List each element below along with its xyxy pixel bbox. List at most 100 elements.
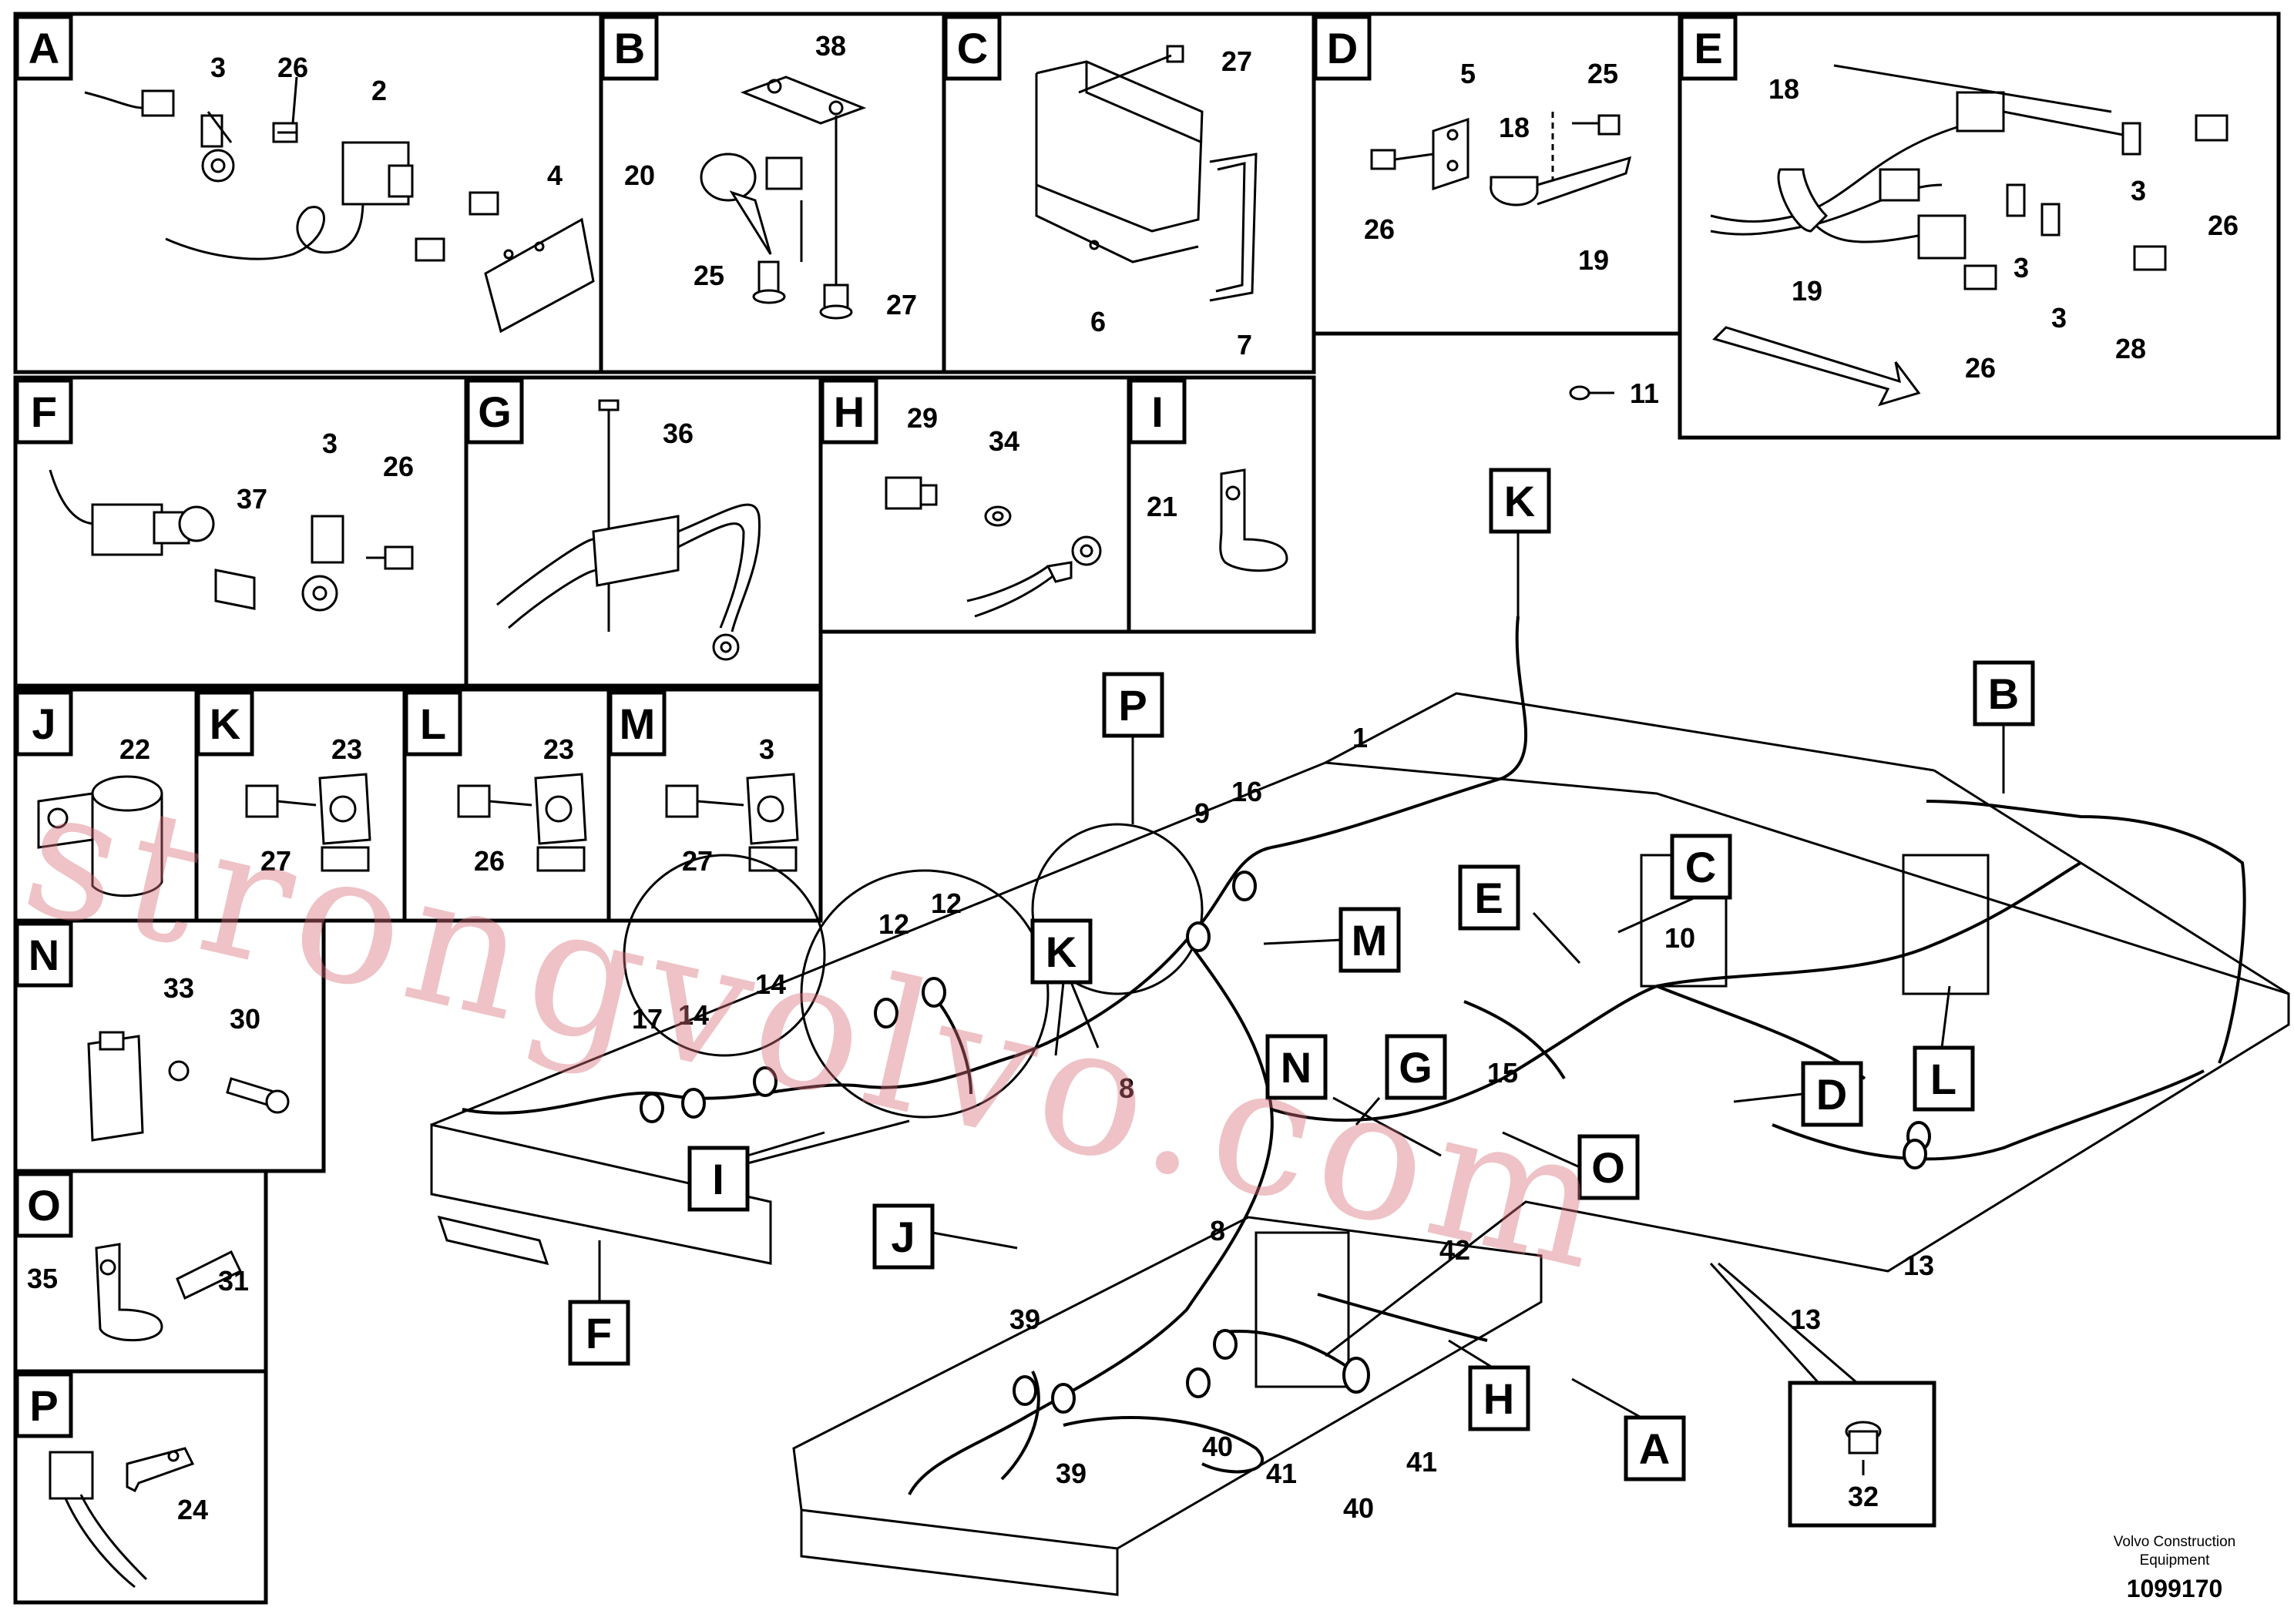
svg-text:M: M [1352, 916, 1388, 965]
panel-p-labels: 24 [177, 1494, 208, 1525]
svg-text:39: 39 [1009, 1304, 1040, 1335]
panel-letter-e: E [1679, 15, 1738, 81]
svg-text:L: L [1930, 1055, 1956, 1103]
panel-letter-g: G [465, 378, 524, 445]
svg-text:20: 20 [624, 159, 655, 191]
svg-text:19: 19 [1578, 244, 1609, 276]
panel-letter-h: H [820, 378, 878, 445]
callout-g: G [1385, 1034, 1447, 1100]
svg-text:I: I [1151, 388, 1164, 436]
panel-i-frame [1127, 375, 1316, 634]
svg-text:4: 4 [547, 159, 563, 191]
panel-g-labels: 36 [663, 418, 694, 449]
svg-text:2: 2 [371, 75, 387, 106]
svg-text:P: P [29, 1381, 58, 1430]
panel-c-drawing [1035, 45, 1258, 302]
panel-f-frame [13, 375, 469, 688]
panel-e-frame [1678, 12, 2281, 440]
panel-j-drawing [37, 775, 163, 898]
callout-f: F [568, 1300, 630, 1366]
company-name: Volvo Construction Equipment [2113, 1534, 2236, 1569]
panel-h-drawing [885, 476, 1102, 618]
panel-h-labels: 29 34 [907, 402, 1019, 457]
panel-letter-b: B [600, 15, 659, 81]
panel-letter-f: F [15, 378, 73, 445]
svg-text:3: 3 [210, 52, 226, 83]
svg-text:31: 31 [218, 1265, 249, 1297]
svg-text:5: 5 [1460, 58, 1476, 89]
callout-l: L [1913, 1045, 1975, 1112]
svg-text:B: B [1988, 669, 2019, 718]
callout-i: I [687, 1146, 750, 1212]
svg-text:3: 3 [759, 733, 774, 765]
svg-text:14: 14 [755, 968, 786, 1000]
panel-l-labels: 23 26 [474, 733, 574, 877]
svg-text:26: 26 [2208, 210, 2239, 241]
svg-text:H: H [1483, 1374, 1514, 1423]
svg-text:14: 14 [678, 999, 709, 1031]
panel-m-frame [606, 687, 823, 923]
panel-e-labels: 18 3 26 19 3 3 28 26 [1768, 73, 2239, 384]
panel-f-drawing [49, 469, 414, 612]
svg-text:17: 17 [632, 1003, 663, 1035]
svg-text:K: K [210, 700, 240, 748]
panel-letter-p: P [15, 1372, 73, 1438]
panel-b-labels: 38 20 25 27 [624, 30, 917, 320]
svg-text:26: 26 [1364, 213, 1395, 245]
panel-p-frame [13, 1369, 268, 1605]
callout-n: N [1265, 1034, 1328, 1100]
svg-text:39: 39 [1056, 1458, 1087, 1489]
svg-text:23: 23 [543, 733, 574, 765]
panel-letters: A B C D E F G H I J K L M N O P [15, 15, 1738, 1438]
callout-b: B [1973, 660, 2035, 726]
svg-text:D: D [1327, 24, 1358, 72]
callout-p: P [1102, 672, 1164, 738]
svg-text:40: 40 [1343, 1492, 1374, 1524]
standalone-part-label: 11 [1630, 377, 1659, 409]
svg-text:34: 34 [989, 425, 1019, 457]
svg-text:K: K [1504, 477, 1535, 525]
svg-text:N: N [29, 931, 59, 979]
svg-text:P: P [1118, 681, 1147, 730]
svg-text:3: 3 [2014, 252, 2029, 284]
svg-text:33: 33 [163, 972, 194, 1004]
svg-text:42: 42 [1439, 1234, 1470, 1266]
svg-text:13: 13 [1790, 1304, 1821, 1335]
svg-text:C: C [957, 24, 988, 72]
panel-letter-o: O [15, 1172, 73, 1238]
svg-text:41: 41 [1266, 1458, 1297, 1489]
callout-h: H [1468, 1365, 1530, 1431]
svg-text:29: 29 [907, 402, 938, 434]
svg-text:27: 27 [886, 289, 917, 320]
callout-e: E [1458, 864, 1520, 931]
svg-text:26: 26 [277, 52, 308, 83]
svg-text:J: J [32, 700, 55, 748]
panel-g-drawing [496, 399, 761, 661]
svg-text:13: 13 [1903, 1250, 1934, 1281]
panel-letter-n: N [15, 921, 73, 988]
panel-n-drawing [87, 1031, 290, 1142]
panel-o-labels: 35 31 [27, 1263, 249, 1297]
panel-letter-l: L [404, 690, 462, 757]
svg-text:O: O [27, 1181, 61, 1230]
panel-k-drawing [245, 773, 371, 872]
panel-d-drawing [1370, 112, 1632, 206]
svg-text:26: 26 [474, 845, 505, 877]
main-view-frame [430, 692, 2290, 1596]
drawing-caption: Volvo Construction Equipment 1099170 [2086, 1533, 2263, 1603]
main-view-leaders [598, 532, 2005, 1419]
svg-text:O: O [1591, 1143, 1625, 1192]
svg-text:3: 3 [2131, 175, 2146, 206]
panel-a-drawing [84, 76, 595, 334]
panel-j-labels: 22 [119, 733, 150, 765]
svg-text:32: 32 [1848, 1481, 1879, 1512]
svg-text:24: 24 [177, 1494, 208, 1525]
callout-o: O [1577, 1134, 1640, 1200]
svg-text:27: 27 [260, 845, 291, 877]
svg-text:6: 6 [1090, 306, 1106, 337]
svg-text:L: L [420, 700, 446, 748]
svg-text:F: F [31, 388, 57, 436]
svg-text:15: 15 [1487, 1057, 1518, 1089]
detail-box-32: 32 [1788, 1381, 1936, 1528]
svg-text:26: 26 [1965, 352, 1996, 384]
